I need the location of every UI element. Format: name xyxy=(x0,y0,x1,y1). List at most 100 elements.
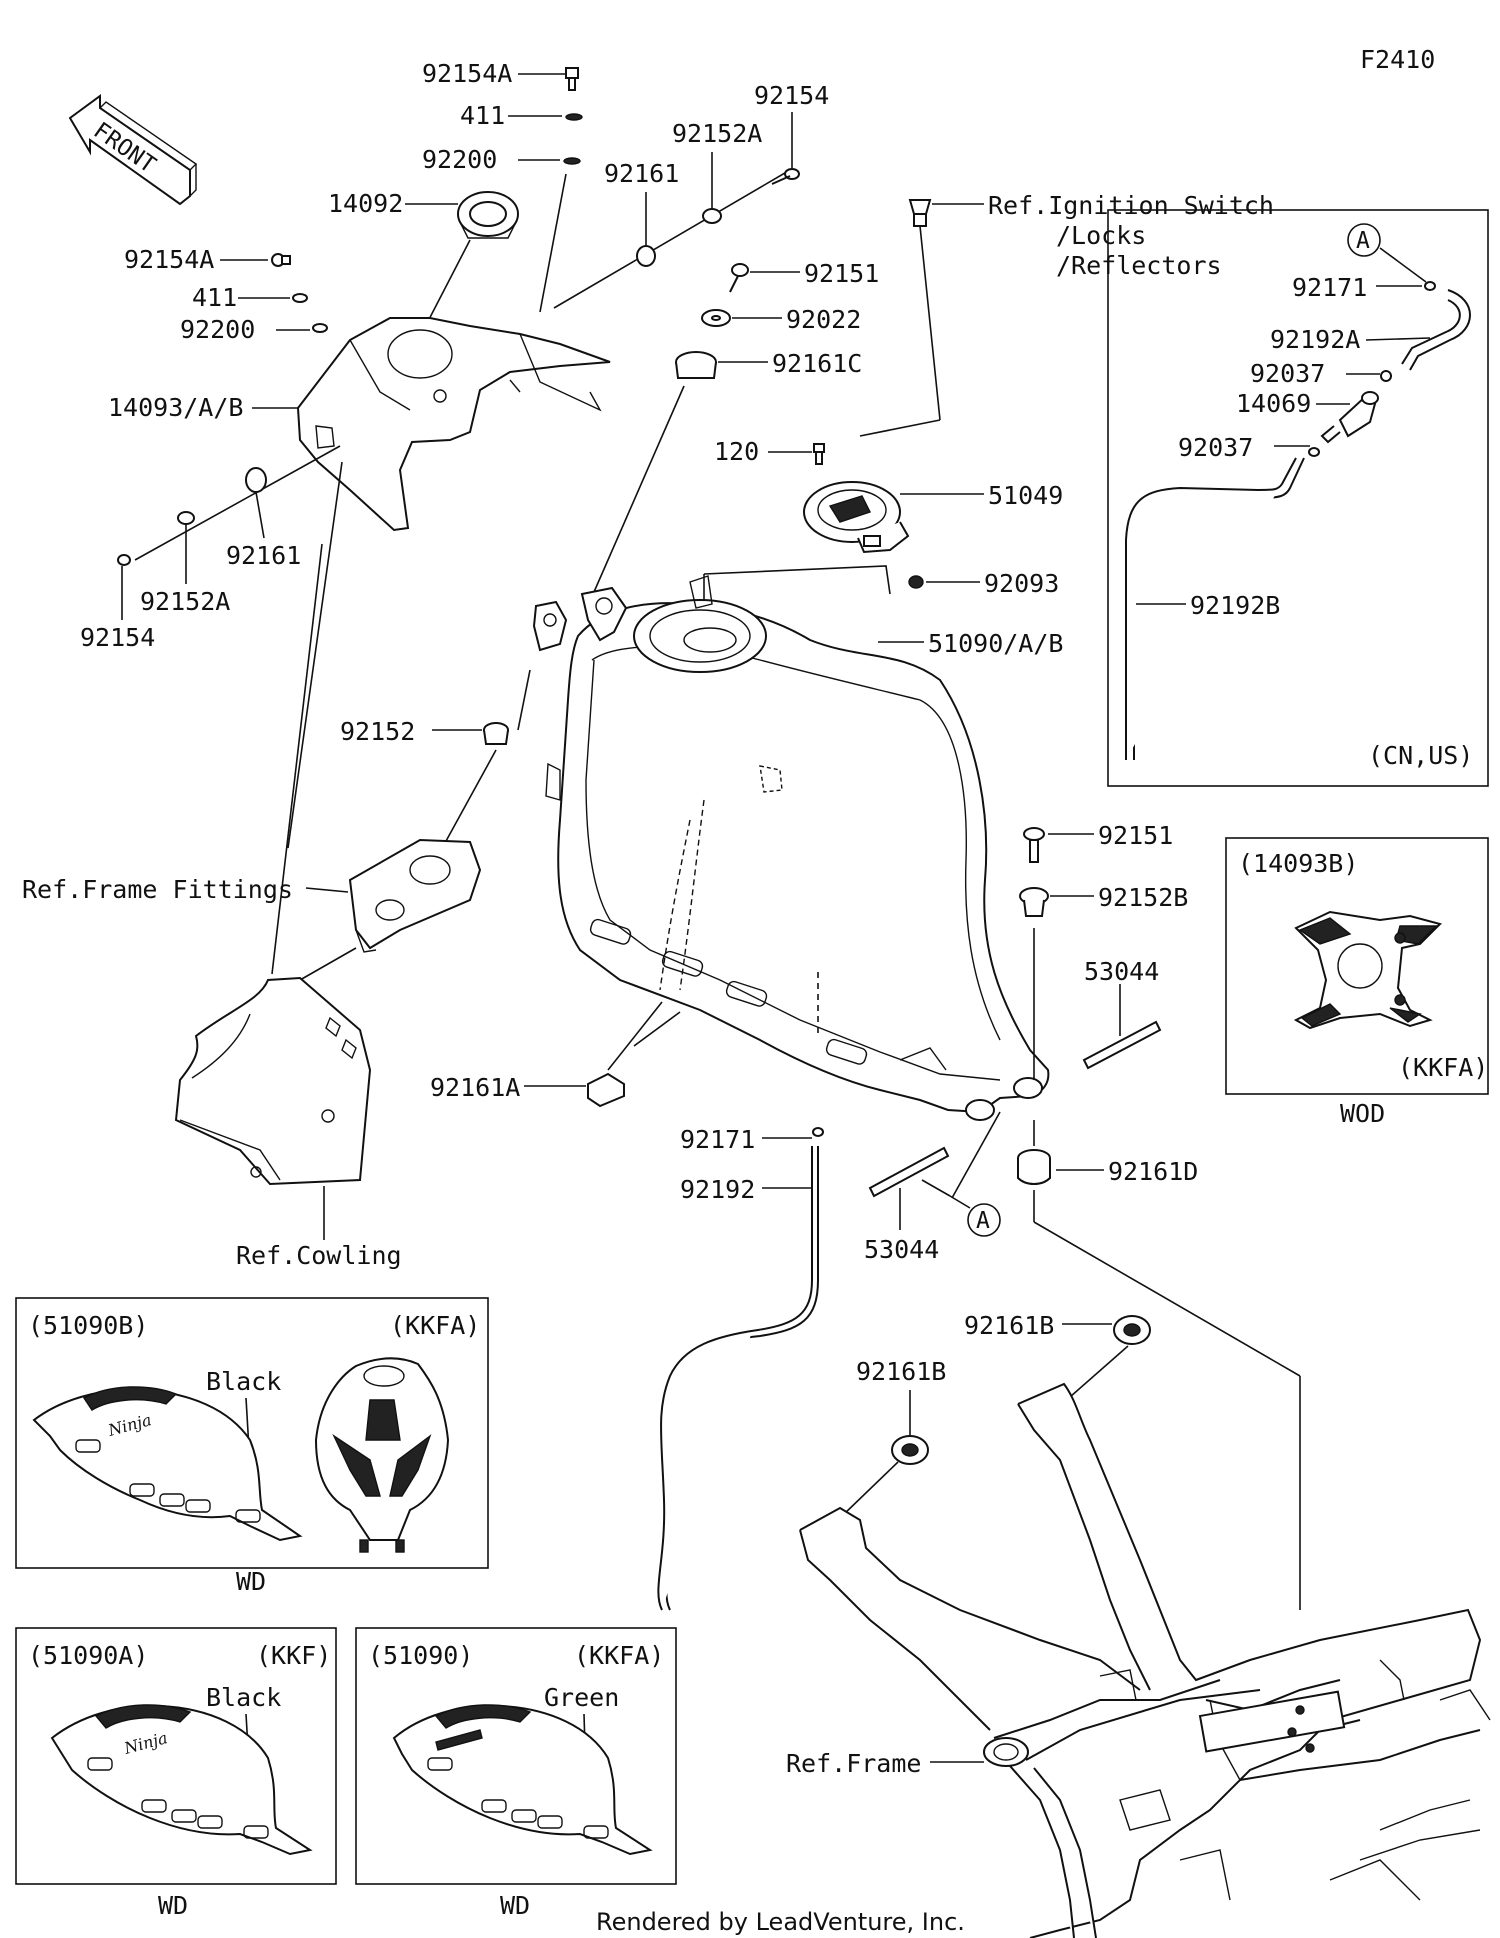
grommet-92161B-right-icon xyxy=(1113,1315,1151,1345)
inset-51090-region: (KKFA) xyxy=(574,1641,664,1670)
callout-120: 120 xyxy=(714,437,759,466)
ref-ignition-line2: /Locks xyxy=(1056,221,1146,250)
inset-51090-title: (51090) xyxy=(368,1641,473,1670)
marker-a-top xyxy=(1347,223,1381,257)
callout-92151-top: 92151 xyxy=(804,259,879,288)
tank-51090A-shape: Ninja xyxy=(50,1704,313,1856)
callout-92152A-left: 92152A xyxy=(140,587,230,616)
tank-51090-shape xyxy=(392,1704,653,1856)
fuel-tank-51090-shape xyxy=(532,575,1050,1121)
ref-ignition-line3: /Reflectors xyxy=(1056,251,1222,280)
rubber-92161A-icon xyxy=(587,1072,625,1108)
callout-411-left: 411 xyxy=(192,283,237,312)
inset-51090-caption: WD xyxy=(500,1891,530,1920)
grommet-92161B-left-icon xyxy=(891,1435,929,1465)
marker-a-bottom-label: A xyxy=(976,1208,990,1234)
callout-53044-right: 53044 xyxy=(1084,957,1159,986)
callout-92037-bottom: 92037 xyxy=(1178,433,1253,462)
callout-92161-left: 92161 xyxy=(226,541,301,570)
front-arrow-icon: FRONT xyxy=(68,94,198,206)
ref-frame-fittings: Ref.Frame Fittings xyxy=(22,875,293,904)
washer-411-left-icon xyxy=(292,293,308,303)
callout-92192A: 92192A xyxy=(1270,325,1360,354)
hose-box-region: (CN,US) xyxy=(1368,741,1473,770)
inset-51090A-box xyxy=(15,1627,337,1885)
collar-92152A-mid-icon xyxy=(702,208,722,224)
washer-411-icon xyxy=(565,113,583,121)
frame-shape xyxy=(799,1382,1491,1938)
callout-92037-top: 92037 xyxy=(1250,359,1325,388)
frame-fittings-shape xyxy=(348,838,482,953)
inset-51090B-region: (KKFA) xyxy=(390,1311,480,1340)
screw-92154-left-icon xyxy=(117,554,131,566)
collar-92152A-left-icon xyxy=(177,511,195,525)
callout-14069: 14069 xyxy=(1236,389,1311,418)
grommet-92161-left-icon xyxy=(245,467,267,493)
callout-92161D: 92161D xyxy=(1108,1157,1198,1186)
cowling-shape xyxy=(174,976,372,1186)
pipe-53044-bottom-icon xyxy=(868,1146,950,1198)
inset-14093B-region: (KKFA) xyxy=(1398,1053,1488,1082)
figure-code: F2410 xyxy=(1360,45,1435,74)
callout-92200-left: 92200 xyxy=(180,315,255,344)
callout-92152: 92152 xyxy=(340,717,415,746)
callout-51049: 51049 xyxy=(988,481,1063,510)
screw-92154-top-icon xyxy=(771,168,800,185)
screw-92154A-left-icon xyxy=(271,253,291,267)
callout-92161-mid: 92161 xyxy=(604,159,679,188)
tank-cover-14093-shape xyxy=(296,317,611,532)
clamp-92171-bottom-icon xyxy=(812,1127,824,1137)
callout-92022: 92022 xyxy=(786,305,861,334)
collar-92152B-icon xyxy=(1019,887,1049,917)
inset-51090B-color: Black xyxy=(206,1367,281,1396)
callout-53044-bottom: 53044 xyxy=(864,1235,939,1264)
inset-14093B-caption: WOD xyxy=(1340,1099,1385,1128)
callout-92154-top: 92154 xyxy=(754,81,829,110)
marker-a-top-label: A xyxy=(1356,228,1370,254)
callout-92192B: 92192B xyxy=(1190,591,1280,620)
cover-14093B-shape xyxy=(1293,910,1442,1030)
inset-51090B-caption: WD xyxy=(236,1567,266,1596)
fuel-cap-51049-shape xyxy=(803,481,910,554)
hose-box xyxy=(1107,209,1489,787)
callout-92161B-right: 92161B xyxy=(964,1311,1054,1340)
bolt-92151-top-icon xyxy=(729,263,749,293)
callout-92161B-left: 92161B xyxy=(856,1357,946,1386)
tank-51090B-top-shape xyxy=(314,1357,450,1553)
grommet-92093-icon xyxy=(908,575,924,589)
callout-92161A: 92161A xyxy=(430,1073,520,1102)
cap-ring-14092-icon xyxy=(457,191,519,239)
grommet-92161C-icon xyxy=(675,351,717,379)
callout-92151-right: 92151 xyxy=(1098,821,1173,850)
ref-ignition-line1: Ref.Ignition Switch xyxy=(988,191,1274,220)
screw-120-icon xyxy=(813,443,825,465)
ref-frame: Ref.Frame xyxy=(786,1749,921,1778)
callout-92161C: 92161C xyxy=(772,349,862,378)
washer-92200-icon xyxy=(563,157,581,165)
clamp-92037-top-icon xyxy=(1380,370,1392,382)
inset-14093B-title: (14093B) xyxy=(1238,849,1358,878)
callout-92152A-mid: 92152A xyxy=(672,119,762,148)
callout-92171-bottom: 92171 xyxy=(680,1125,755,1154)
grommet-92161-mid-icon xyxy=(636,245,656,267)
callout-92154A-left: 92154A xyxy=(124,245,214,274)
ref-cowling: Ref.Cowling xyxy=(236,1241,402,1270)
ignition-bolt-icon xyxy=(908,199,932,227)
callout-92200-top: 92200 xyxy=(422,145,497,174)
clamp-92171-box-icon xyxy=(1424,281,1436,291)
pipe-53044-right-icon xyxy=(1082,1020,1162,1070)
inset-51090B-box xyxy=(15,1297,489,1569)
screw-92154A-icon xyxy=(565,67,579,91)
tank-51090B-side-shape: Ninja xyxy=(32,1386,303,1542)
callout-411-top: 411 xyxy=(460,101,505,130)
callout-51090: 51090/A/B xyxy=(928,629,1063,658)
inset-51090B-title: (51090B) xyxy=(28,1311,148,1340)
inset-51090-box xyxy=(355,1627,677,1885)
callout-92171-box: 92171 xyxy=(1292,273,1367,302)
inset-51090A-title: (51090A) xyxy=(28,1641,148,1670)
valve-14069-icon xyxy=(1320,391,1379,444)
callout-92093: 92093 xyxy=(984,569,1059,598)
inset-51090A-color: Black xyxy=(206,1683,281,1712)
grommet-92161D-icon xyxy=(1017,1149,1051,1185)
